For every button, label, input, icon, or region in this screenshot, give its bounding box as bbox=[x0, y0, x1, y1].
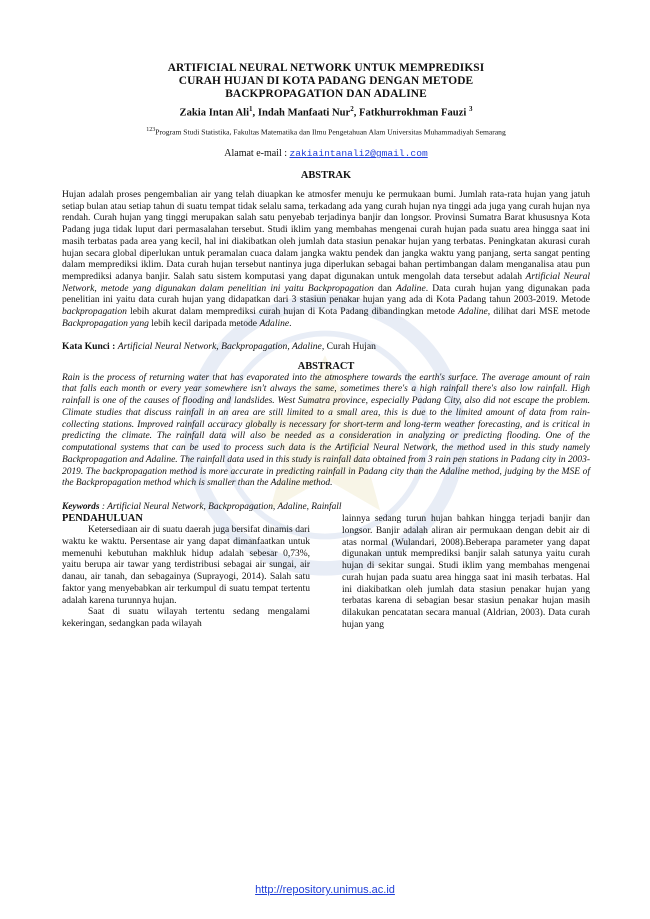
keywords-label: Keywords bbox=[62, 502, 100, 512]
affiliation-text: Program Studi Statistika, Fakultas Matem… bbox=[155, 127, 506, 137]
title-line: ARTIFICIAL NEURAL NETWORK UNTUK MEMPREDI… bbox=[167, 62, 485, 74]
author-sep: , bbox=[353, 107, 360, 119]
abstrak-heading: ABSTRAK bbox=[300, 170, 352, 182]
abstrak-term: Adaline bbox=[396, 282, 426, 294]
abstrak-text: dan bbox=[373, 282, 396, 294]
body-paragraph: Ketersediaan air di suatu daerah juga be… bbox=[62, 525, 310, 606]
abstrak-term: Artificial Neural Network bbox=[62, 270, 590, 294]
email-label: Alamat e-mail : bbox=[224, 148, 290, 160]
abstract-paragraph: Rain is the process of returning water t… bbox=[62, 372, 590, 489]
email-line: Alamat e-mail : zakiaintanali2@gmail.com bbox=[62, 147, 590, 160]
kata-kunci: Kata Kunci : Artificial Neural Network, … bbox=[62, 341, 590, 353]
abstrak-text: . bbox=[289, 317, 292, 329]
keywords-text: : Artificial Neural Network, Backpropaga… bbox=[99, 502, 342, 512]
author-1: Zakia Intan Ali bbox=[179, 107, 250, 119]
abstract-heading: ABSTRACT bbox=[297, 360, 355, 372]
left-column: PENDAHULUAN Ketersediaan air di suatu da… bbox=[62, 513, 310, 632]
abstrak-term: Adaline bbox=[259, 317, 290, 329]
footer: http://repository.unimus.ac.id bbox=[0, 884, 650, 896]
paper-page: ARTIFICIAL NEURAL NETWORK UNTUK MEMPREDI… bbox=[62, 62, 590, 632]
keywords-en: Keywords : Artificial Neural Network, Ba… bbox=[62, 501, 590, 513]
author-sep: , bbox=[252, 107, 258, 119]
author-3-sup: 3 bbox=[468, 105, 473, 113]
two-column-body: PENDAHULUAN Ketersediaan air di suatu da… bbox=[62, 513, 590, 632]
abstrak-text: , dilihat dari MSE metode bbox=[487, 306, 590, 318]
abstrak-text: . Data curah hujan yang digunakan pada p… bbox=[62, 282, 590, 306]
body-paragraph: Saat di suatu wilayah tertentu sedang me… bbox=[62, 607, 310, 629]
abstrak-term: Backpropagation bbox=[307, 282, 374, 294]
body-paragraph: lainnya sedang turun hujan bahkan hingga… bbox=[342, 514, 590, 630]
kata-kunci-plain: Curah Hujan bbox=[324, 340, 376, 352]
email-link[interactable]: zakiaintanali2@gmail.com bbox=[289, 148, 428, 160]
section-heading: PENDAHULUAN bbox=[62, 513, 143, 524]
affiliation: 123Program Studi Statistika, Fakultas Ma… bbox=[62, 125, 590, 138]
right-column: lainnya sedang turun hujan bahkan hingga… bbox=[342, 513, 590, 632]
title-line: BACKPROPAGATION DAN ADALINE bbox=[225, 88, 427, 100]
abstrak-text: lebih kecil daripada metode bbox=[148, 317, 260, 329]
author-list: Zakia Intan Ali1, Indah Manfaati Nur2, F… bbox=[62, 102, 590, 121]
repository-link[interactable]: http://repository.unimus.ac.id bbox=[255, 884, 395, 896]
abstrak-term: backpropagation bbox=[62, 306, 127, 318]
abstrak-paragraph: Hujan adalah proses pengembalian air yan… bbox=[62, 189, 590, 329]
kata-kunci-label: Kata Kunci : bbox=[62, 340, 118, 352]
author-1-sup: 1 bbox=[249, 105, 253, 113]
abstrak-text: , metode yang digunakan dalam penelitian… bbox=[94, 282, 308, 294]
abstrak-text: Hujan adalah proses pengembalian air yan… bbox=[62, 189, 590, 282]
affiliation-sup: 123 bbox=[146, 126, 156, 133]
title-line: CURAH HUJAN DI KOTA PADANG DENGAN METODE bbox=[178, 75, 474, 87]
paper-title: ARTIFICIAL NEURAL NETWORK UNTUK MEMPREDI… bbox=[62, 62, 590, 101]
author-2-sup: 2 bbox=[350, 105, 354, 113]
author-2: Indah Manfaati Nur bbox=[257, 107, 351, 119]
abstrak-text: lebih akurat dalam memprediksi curah huj… bbox=[126, 306, 459, 318]
author-3: Fatkhurrokhman Fauzi bbox=[359, 107, 469, 119]
abstrak-term: Backpropagation yang bbox=[62, 317, 149, 329]
kata-kunci-italic: Artificial Neural Network, Backpropagati… bbox=[117, 340, 325, 352]
abstrak-term: Adaline bbox=[458, 306, 488, 318]
